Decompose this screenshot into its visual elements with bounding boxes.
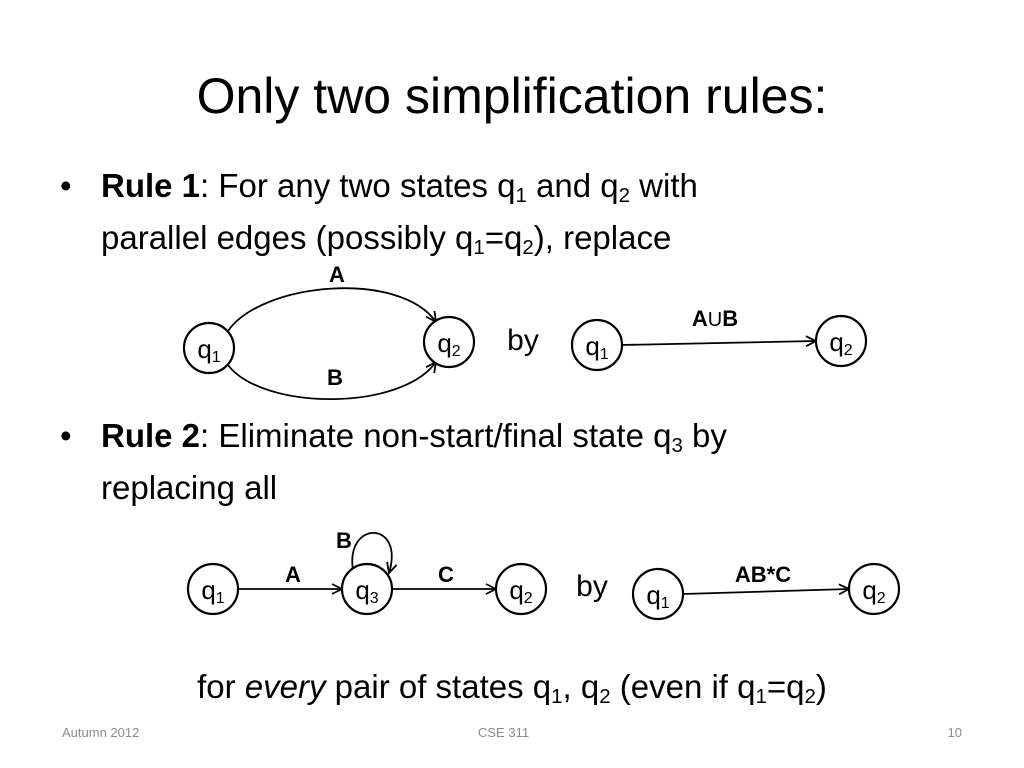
rule1-line2: parallel edges (possibly q1=q2), replace (101, 212, 698, 264)
closing-text-c: , q (562, 668, 600, 705)
edge-b-label: B (327, 365, 343, 390)
rule2-text-b: by (682, 417, 727, 454)
state-q2 (814, 314, 868, 368)
state-q1-label: q1 (585, 331, 608, 363)
closing-sub-c: 1 (755, 685, 767, 709)
rule1-line2-a: parallel edges (possibly q (101, 219, 474, 256)
closing-text-d: (even if q (610, 668, 756, 705)
slide-number: 10 (947, 725, 962, 740)
state-q2 (847, 562, 901, 616)
state-q1-label: q1 (197, 334, 220, 366)
closing-text-e: =q (766, 668, 805, 705)
edge-c-label: C (438, 562, 454, 587)
rule1-text-a: : For any two states q (200, 167, 516, 204)
edge-b (227, 362, 436, 400)
rule1-line2-sub-a: 1 (473, 236, 485, 260)
rule1-line2-sub-b: 2 (522, 236, 534, 260)
closing-text-a: for (197, 668, 245, 705)
state-q1-label: q1 (646, 580, 669, 612)
rule1-after-diagram: AUB q1 q2 (570, 306, 868, 372)
closing-text-f: ) (815, 668, 827, 705)
state-q2-label: q2 (437, 328, 460, 360)
edge-a (227, 287, 436, 332)
rule1-text: Rule 1: For any two states q1 and q2 wit… (101, 160, 698, 264)
rule1-sub-a: 1 (515, 184, 527, 208)
closing-sub-b: 2 (599, 685, 611, 709)
rule1-line2-b: =q (484, 219, 523, 256)
rule1-line2-c: ), replace (533, 219, 672, 256)
rule2-line1: Rule 2: Eliminate non-start/final state … (101, 410, 727, 462)
state-q1 (182, 321, 236, 375)
rule1-before-diagram: A B q1 q2 (182, 262, 476, 400)
rule1-text-b: and q (526, 167, 619, 204)
edge-abc-label: AB*C (735, 562, 791, 587)
closing-sub-d: 2 (804, 685, 816, 709)
state-q3-label: q3 (355, 575, 378, 607)
rule1-sub-b: 2 (618, 184, 631, 208)
rule2-by-label: by (576, 570, 608, 603)
state-q1 (186, 562, 240, 616)
state-q1-label: q1 (201, 575, 224, 607)
rule1-by-label: by (507, 324, 539, 357)
state-q2 (494, 562, 548, 616)
state-q2 (422, 315, 476, 369)
rule1-text-c: with (630, 167, 698, 204)
state-q1 (631, 567, 685, 621)
closing-sub-a: 1 (551, 685, 563, 709)
edge-loop-label: B (336, 528, 352, 553)
footer-term: Autumn 2012 (62, 725, 140, 740)
state-q2-label: q2 (509, 575, 532, 607)
rule2-text-a: : Eliminate non-start/final state q (200, 417, 672, 454)
state-q1 (570, 318, 624, 372)
rule2-text: Rule 2: Eliminate non-start/final state … (101, 410, 727, 514)
rule2-heading: Rule 2 (101, 417, 201, 454)
edge-loop-b (351, 532, 391, 573)
rule1-heading: Rule 1 (101, 167, 201, 204)
edge-a-label: A (285, 562, 301, 587)
edge-union-label: AUB (692, 306, 738, 331)
footer-course: CSE 311 (478, 725, 530, 740)
bullet-marker: • (60, 167, 72, 204)
state-q3 (340, 562, 394, 616)
edge-a-label: A (329, 262, 345, 287)
rule2-line2: replacing all (101, 469, 278, 506)
state-q2-label: q2 (862, 575, 885, 607)
closing-statement: for every pair of states q1, q2 (even if… (0, 662, 1024, 712)
rule2-sub-a: 3 (671, 434, 683, 458)
state-q2-label: q2 (829, 327, 852, 359)
rule1-line1: Rule 1: For any two states q1 and q2 wit… (101, 160, 698, 212)
bullet-marker: • (60, 417, 72, 454)
slide-title: Only two simplification rules: (196, 68, 828, 124)
rule2-after-diagram: AB*C q1 q2 (631, 562, 901, 621)
edge-union (621, 341, 816, 345)
edge-abc (682, 589, 849, 594)
closing-text-b: pair of states q (325, 668, 552, 705)
closing-emphasis: every (244, 668, 326, 705)
rule2-before-diagram: A B C q1 q3 q2 (186, 528, 548, 616)
